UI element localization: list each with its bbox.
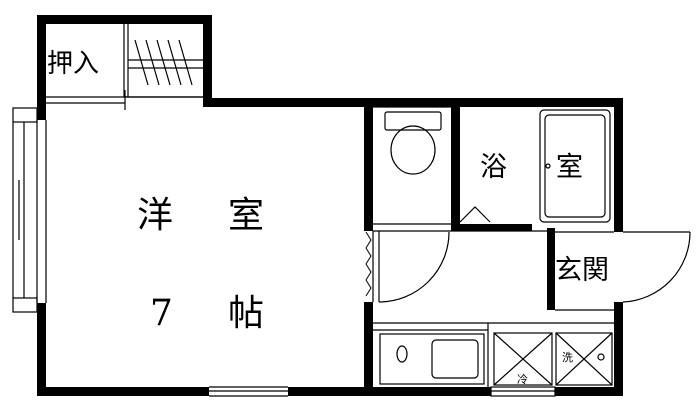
washer-drain (597, 353, 605, 361)
kitchen-fixtures (379, 332, 613, 386)
wall-interior-v1b (364, 302, 373, 396)
wall-right-upper (614, 98, 623, 232)
wall-bottom-left (37, 387, 209, 396)
wall-bath-bottom (456, 224, 532, 231)
wall-closet-left (37, 15, 46, 107)
wall-main-top (203, 98, 623, 107)
stove (379, 333, 485, 385)
fridge-space (493, 332, 553, 386)
closet-hatching (128, 39, 203, 86)
wall-interior-v2 (451, 98, 460, 231)
sliding-door-zigzag (365, 231, 372, 297)
label-genkan: 玄関 (555, 255, 609, 286)
wall-left-upper (37, 100, 46, 120)
left-window (12, 107, 47, 313)
label-oshiire: 押入 (47, 49, 99, 79)
label-youshitsu-1: 洋 (137, 195, 173, 236)
label-size-unit: 帖 (228, 293, 264, 334)
wall-closet-top (37, 15, 212, 24)
sink (431, 339, 479, 379)
label-size-number: 7 (150, 293, 173, 334)
label-washer: 洗 (562, 351, 573, 364)
wall-bottom-right (288, 387, 491, 396)
label-yokushitsu-1: 浴 (480, 152, 507, 183)
label-yokushitsu-2: 室 (556, 152, 583, 183)
stove-burner (396, 345, 408, 363)
bathtub (539, 109, 611, 223)
wall-right-lower (614, 302, 623, 396)
exterior-walls (37, 15, 623, 396)
wall-interior-v1 (364, 98, 373, 231)
toilet-tank (384, 111, 442, 131)
wall-left-lower (37, 303, 46, 396)
bottom-window (209, 386, 556, 397)
toilet-fixture (384, 111, 442, 175)
doors (372, 231, 691, 303)
toilet-bowl (390, 125, 436, 175)
wall-bottom-far (555, 387, 623, 396)
wall-closet-right (203, 15, 212, 107)
label-youshitsu-2: 室 (228, 195, 264, 236)
wall-entrance-left (547, 228, 555, 310)
label-fridge: 冷 (517, 373, 528, 386)
washer-space (555, 332, 613, 386)
bath-step (459, 206, 491, 223)
